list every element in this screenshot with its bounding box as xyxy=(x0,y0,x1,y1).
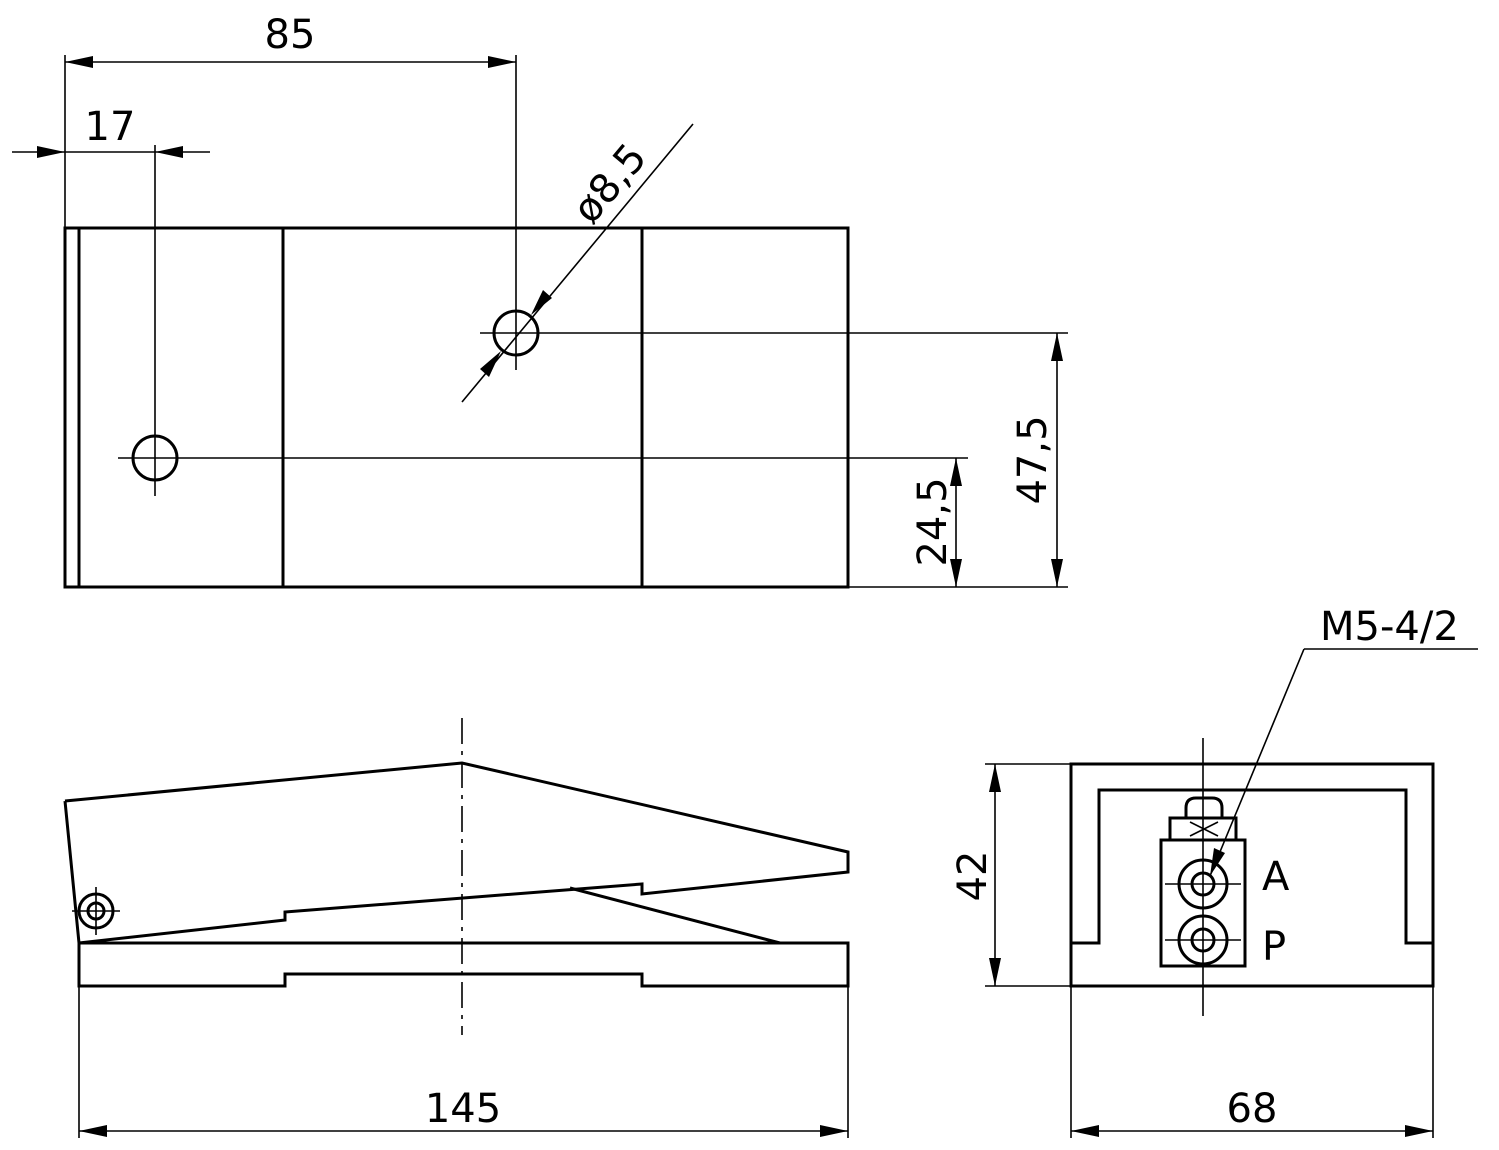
end-view-housing xyxy=(1069,762,1435,988)
top-view: 85 17 ø8,5 24,5 47,5 xyxy=(12,12,1068,589)
dim-42-text: 42 xyxy=(950,851,996,902)
thread-leader-arrow xyxy=(1210,848,1225,876)
dim-47-5-arrow-top xyxy=(1051,333,1063,361)
dim-17-arrow-right xyxy=(155,146,183,158)
dim-47-5-arrow-bottom xyxy=(1051,559,1063,587)
thread-label: M5-4/2 xyxy=(1320,604,1459,650)
plunger-cross-2 xyxy=(1189,821,1219,837)
dim-diameter-arrow-upper xyxy=(531,290,552,315)
dim-24-5-text: 24,5 xyxy=(910,477,956,566)
dim-85-text: 85 xyxy=(265,12,316,58)
pedal-outline xyxy=(63,761,850,945)
dim-24-5-arrow-top xyxy=(950,458,962,486)
dim-42-arrow-top xyxy=(989,764,1001,792)
dim-145-arrow-right xyxy=(820,1125,848,1137)
dim-68-arrow-right xyxy=(1405,1125,1433,1137)
dim-diameter-text: ø8,5 xyxy=(564,135,656,232)
end-view-inner-channel xyxy=(1071,788,1433,945)
dim-diameter-arrow-lower xyxy=(480,351,501,377)
dim-85-arrow-left xyxy=(65,56,93,68)
dim-47-5-text: 47,5 xyxy=(1010,415,1056,504)
dim-85-arrow-right xyxy=(488,56,516,68)
side-view: 145 xyxy=(63,718,850,1138)
end-view: A P M5-4/2 42 68 xyxy=(950,604,1478,1138)
dim-68-arrow-left xyxy=(1071,1125,1099,1137)
dim-68-text: 68 xyxy=(1227,1086,1278,1132)
pedal-support-line xyxy=(569,886,781,945)
dim-42-arrow-bottom xyxy=(989,958,1001,986)
port-a-label: A xyxy=(1262,854,1290,900)
thread-leader-line xyxy=(1209,648,1305,877)
valve-plunger-head xyxy=(1184,796,1224,818)
port-p-label: P xyxy=(1262,924,1286,970)
dim-145-arrow-left xyxy=(79,1125,107,1137)
dim-diameter-leader xyxy=(461,123,694,403)
base-plate-outline xyxy=(77,941,850,988)
dim-145-text: 145 xyxy=(425,1086,501,1132)
top-view-outline xyxy=(63,226,850,589)
dim-17-arrow-left xyxy=(37,146,65,158)
dim-24-5-arrow-bottom xyxy=(950,559,962,587)
dim-17-text: 17 xyxy=(85,104,136,150)
